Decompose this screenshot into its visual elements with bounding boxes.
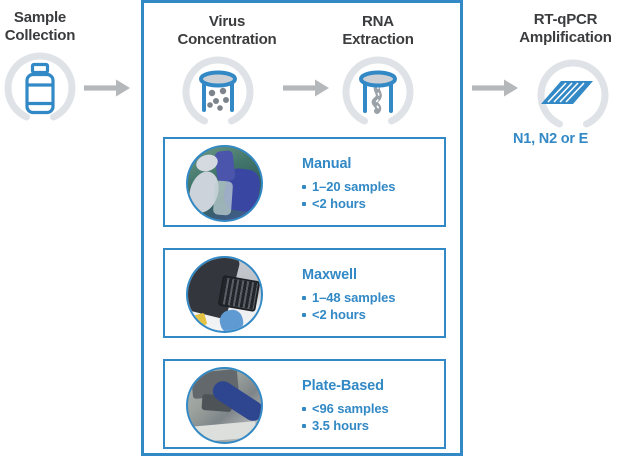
- maxwell-instrument-cartridge-photo: [186, 256, 263, 333]
- method-card-maxwell: Maxwell 1–48 samples <2 hours: [163, 248, 446, 338]
- method-bullet: 1–48 samples: [302, 290, 395, 307]
- rt-qpcr-amplification-title: RT-qPCR Amplification: [519, 11, 612, 46]
- method-title-plate-based: Plate-Based: [302, 378, 384, 394]
- arrow-right-icon: [283, 79, 329, 97]
- method-bullet: <2 hours: [302, 307, 395, 324]
- method-card-plate-based: Plate-Based <96 samples 3.5 hours: [163, 359, 446, 449]
- bullet-square-icon: [302, 407, 306, 412]
- automated-plate-handler-photo: [186, 367, 263, 444]
- qpcr-targets-label: N1, N2 or E: [513, 131, 589, 147]
- arrow-right-icon: [84, 79, 130, 97]
- method-bullet: 1–20 samples: [302, 179, 395, 196]
- extraction-tube-with-rna-strand-icon: [342, 56, 414, 125]
- bullet-square-icon: [302, 201, 306, 206]
- bullet-square-icon: [302, 312, 306, 317]
- amplification-curves-plate-icon: [537, 59, 609, 128]
- method-bullet: <2 hours: [302, 196, 395, 213]
- method-title-manual: Manual: [302, 156, 352, 172]
- method-bullet: <96 samples: [302, 401, 389, 418]
- bullet-square-icon: [302, 185, 306, 190]
- sample-collection-title: Sample Collection: [4, 9, 76, 44]
- rna-extraction-title: RNA Extraction: [342, 13, 414, 48]
- sample-bottle-icon: [4, 52, 76, 121]
- gloved-hands-with-sample-bottles-photo: [186, 145, 263, 222]
- method-bullet: 3.5 hours: [302, 418, 389, 435]
- arrow-right-icon: [472, 79, 518, 97]
- concentration-tube-with-virus-particles-icon: [182, 56, 254, 125]
- bullet-square-icon: [302, 423, 306, 428]
- virus-concentration-title: Virus Concentration: [177, 13, 277, 48]
- bullet-square-icon: [302, 296, 306, 301]
- method-card-manual: Manual 1–20 samples <2 hours: [163, 137, 446, 227]
- method-title-maxwell: Maxwell: [302, 267, 357, 283]
